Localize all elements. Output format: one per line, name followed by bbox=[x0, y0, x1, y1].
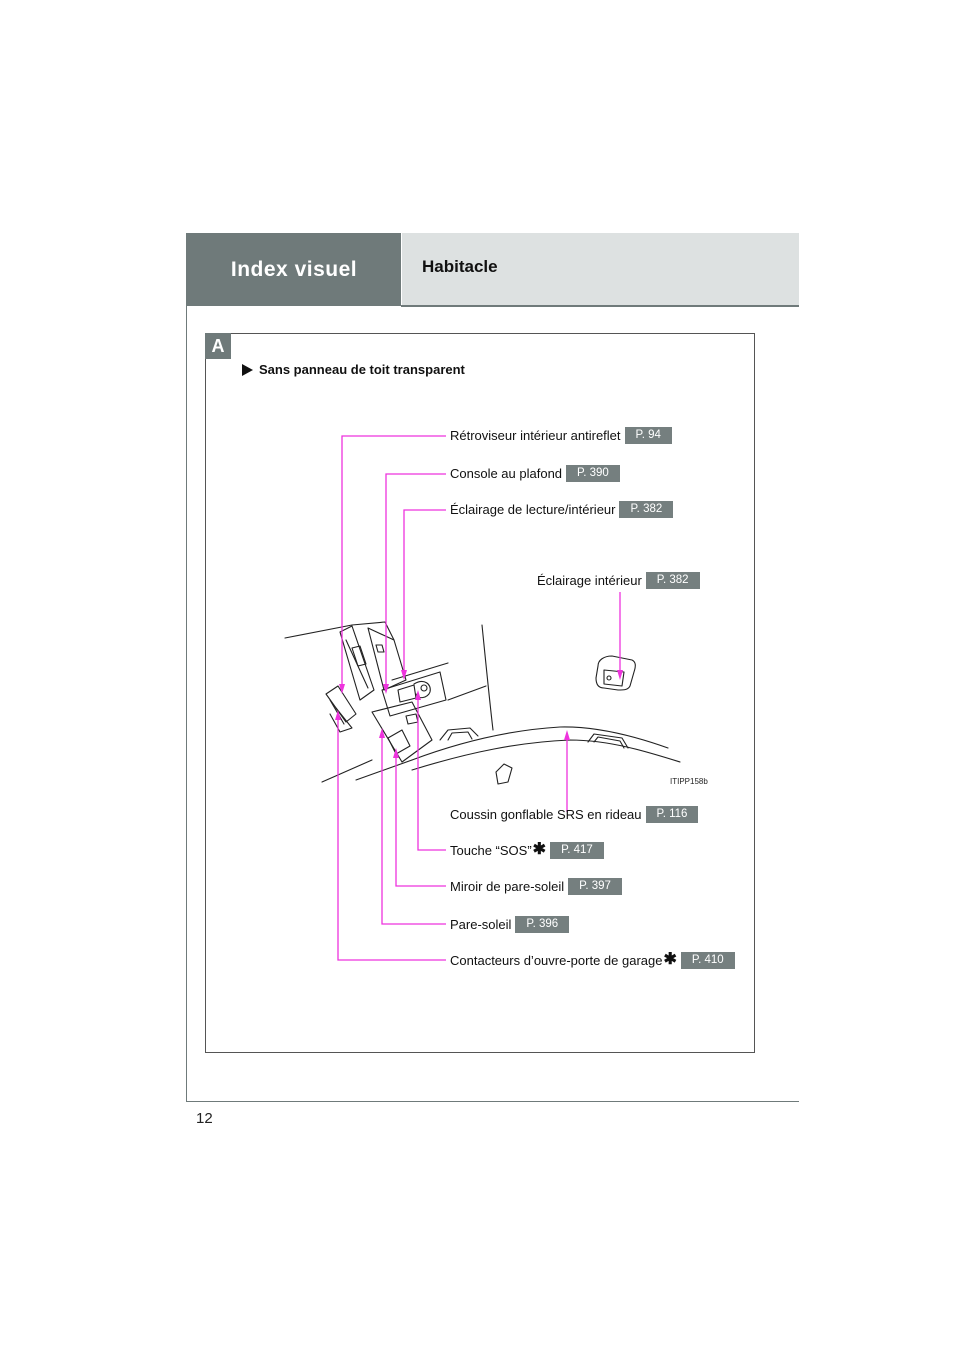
figure-frame bbox=[205, 333, 755, 1053]
page-reference: P. 397 bbox=[568, 877, 622, 895]
label-text: Coussin gonflable SRS en rideau bbox=[450, 806, 642, 822]
label-text: Éclairage de lecture/intérieur bbox=[450, 501, 616, 517]
header-divider bbox=[401, 305, 799, 307]
leader-console bbox=[385, 473, 446, 690]
page-reference: P. 94 bbox=[624, 426, 672, 444]
section-title: Index visuel bbox=[230, 257, 358, 281]
asterisk-icon: ✱ bbox=[663, 951, 677, 968]
leader-sos bbox=[417, 694, 446, 851]
label-text: Rétroviseur intérieur antireflet bbox=[450, 427, 621, 443]
triangle-bullet-icon bbox=[242, 363, 253, 376]
label-miroir: Miroir de pare-soleil P. 397 bbox=[450, 877, 622, 895]
leader-pare-soleil bbox=[381, 732, 446, 925]
page-reference: P. 417 bbox=[550, 841, 604, 859]
label-coussin: Coussin gonflable SRS en rideau P. 116 bbox=[450, 805, 699, 823]
section-tab: Index visuel bbox=[187, 233, 401, 306]
leader-contacteurs bbox=[337, 714, 446, 961]
page-reference: P. 396 bbox=[515, 915, 570, 933]
figure-badge: A bbox=[205, 333, 231, 359]
page-reference: P. 116 bbox=[645, 805, 699, 823]
subtitle-text: Sans panneau de toit transparent bbox=[259, 362, 465, 377]
label-text: Pare-soleil bbox=[450, 916, 512, 932]
page-reference: P. 390 bbox=[566, 464, 620, 482]
label-eclairage-lecture: Éclairage de lecture/intérieur P. 382 bbox=[450, 500, 674, 518]
page-number: 12 bbox=[196, 1110, 213, 1127]
leader-miroir bbox=[395, 752, 446, 887]
label-text: Contacteurs d’ouvre-porte de garage bbox=[450, 952, 663, 968]
label-text: Console au plafond bbox=[450, 465, 563, 481]
label-text: Touche “SOS” bbox=[450, 842, 532, 858]
asterisk-icon: ✱ bbox=[532, 841, 547, 858]
label-console: Console au plafond P. 390 bbox=[450, 464, 620, 482]
label-pare-soleil: Pare-soleil P. 396 bbox=[450, 915, 570, 933]
figure-subtitle: Sans panneau de toit transparent bbox=[241, 362, 465, 377]
leader-lines bbox=[337, 435, 621, 961]
page-margin-rule bbox=[186, 233, 187, 1102]
page-reference: P. 382 bbox=[619, 500, 674, 518]
leader-eclairage-lecture bbox=[403, 509, 446, 676]
label-retroviseur: Rétroviseur intérieur antireflet P. 94 bbox=[450, 426, 672, 444]
cabin-line-art bbox=[284, 621, 681, 785]
illustration-code: ITIPP158b bbox=[670, 777, 708, 786]
page-reference: P. 410 bbox=[680, 951, 735, 969]
label-touche-sos: Touche “SOS” ✱ P. 417 bbox=[450, 841, 604, 859]
label-eclairage-interieur: Éclairage intérieur P. 382 bbox=[537, 571, 700, 589]
leader-arrowheads bbox=[335, 670, 623, 758]
leader-retroviseur bbox=[341, 435, 446, 690]
page-bottom-rule bbox=[186, 1101, 799, 1102]
subsection-title: Habitacle bbox=[422, 257, 498, 276]
label-text: Miroir de pare-soleil bbox=[450, 878, 565, 894]
label-text: Éclairage intérieur bbox=[537, 572, 642, 588]
subsection-bar: Habitacle bbox=[402, 233, 799, 306]
label-contacteurs: Contacteurs d’ouvre-porte de garage ✱ P.… bbox=[450, 951, 735, 969]
page-reference: P. 382 bbox=[645, 571, 700, 589]
